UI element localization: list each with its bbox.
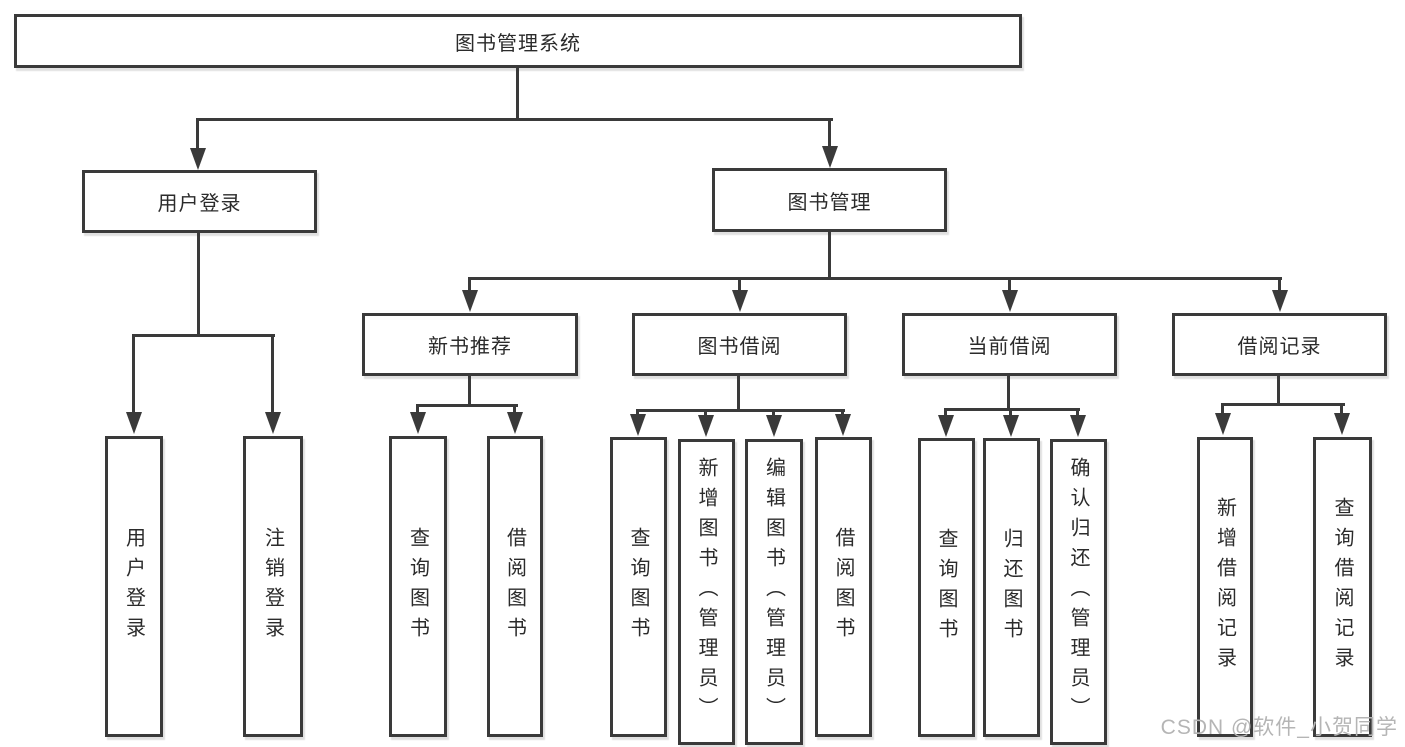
connector-arrow [1002,290,1018,312]
leaf-borrow-books-borrowing: 借阅图书 [815,437,872,737]
connector-line [416,404,419,414]
connector-arrow [1215,413,1231,435]
connector-line [841,409,844,416]
connector-line [468,277,471,291]
leaf-return-book: 归还图书 [983,438,1040,737]
connector-line [772,409,775,416]
connector-line [737,376,740,412]
leaf-query-books-borrowing: 查询图书 [610,437,667,737]
connector-arrow [938,415,954,437]
connector-line [197,233,200,337]
connector-arrow [822,146,838,168]
connector-arrow [265,412,281,434]
connector-arrow [462,290,478,312]
leaf-logout: 注销登录 [243,436,303,737]
connector-line [636,409,639,416]
connector-line [1009,408,1012,416]
connector-line [468,376,471,407]
connector-line [944,408,947,416]
leaf-return-book-label: 归还图书 [1000,527,1022,648]
connector-line [1008,277,1011,291]
connector-line [828,232,831,280]
connector-arrow [766,415,782,437]
leaf-logout-label: 注销登录 [261,526,284,647]
connector-line [1277,376,1280,406]
connector-arrow [190,148,206,170]
leaf-query-books-recommend: 查询图书 [389,436,447,737]
connector-arrow [126,412,142,434]
connector-line [513,404,516,414]
connector-line [1340,403,1343,413]
connector-line [1278,277,1281,291]
leaf-edit-book-admin-label: 编辑图书（管理员） [762,457,785,727]
node-current-borrowing: 当前借阅 [902,313,1117,376]
leaf-borrow-books-recommend-label: 借阅图书 [503,526,526,647]
connector-line [271,334,274,414]
node-root-library-system: 图书管理系统 [14,14,1022,68]
leaf-user-login-label: 用户登录 [122,526,145,647]
connector-line [1007,376,1010,411]
connector-line [738,277,741,291]
connector-line [468,277,1282,280]
leaf-query-books-current: 查询图书 [918,438,975,737]
connector-line [1221,403,1224,413]
node-borrowing-records: 借阅记录 [1172,313,1387,376]
leaf-query-borrow-record: 查询借阅记录 [1313,437,1372,737]
connector-arrow [1003,415,1019,437]
connector-line [416,404,518,407]
leaf-query-borrow-record-label: 查询借阅记录 [1331,497,1353,677]
connector-arrow [732,290,748,312]
node-new-book-recommendation: 新书推荐 [362,313,578,376]
leaf-add-book-admin-label: 新增图书（管理员） [695,457,717,727]
connector-line [133,334,275,337]
leaf-add-book-admin: 新增图书（管理员） [678,439,735,745]
connector-arrow [630,414,646,436]
connector-line [828,118,831,148]
connector-line [1076,408,1079,416]
connector-arrow [1334,413,1350,435]
node-user-login-branch: 用户登录 [82,170,317,233]
connector-arrow [410,412,426,434]
node-book-management-branch: 图书管理 [712,168,947,232]
leaf-query-books-borrowing-label: 查询图书 [627,527,649,647]
connector-line [132,334,135,414]
connector-arrow [1272,290,1288,312]
leaf-borrow-books-recommend: 借阅图书 [487,436,543,737]
leaf-borrow-books-borrowing-label: 借阅图书 [832,527,854,647]
node-book-borrowing: 图书借阅 [632,313,847,376]
connector-arrow [835,414,851,436]
leaf-edit-book-admin: 编辑图书（管理员） [745,439,803,745]
leaf-add-borrow-record-label: 新增借阅记录 [1213,497,1236,677]
connector-line [196,118,199,150]
leaf-add-borrow-record: 新增借阅记录 [1197,437,1253,737]
connector-arrow [698,415,714,437]
connector-line [704,409,707,416]
connector-line [197,118,833,121]
leaf-confirm-return-admin-label: 确认归还（管理员） [1067,457,1089,727]
leaf-confirm-return-admin: 确认归还（管理员） [1050,439,1107,745]
leaf-query-books-recommend-label: 查询图书 [406,526,429,647]
connector-line [636,409,845,412]
connector-line [1221,403,1345,406]
connector-arrow [507,412,523,434]
connector-arrow [1070,415,1086,437]
connector-line [944,408,1080,411]
leaf-user-login: 用户登录 [105,436,163,737]
connector-line [516,68,519,120]
leaf-query-books-current-label: 查询图书 [935,527,957,648]
